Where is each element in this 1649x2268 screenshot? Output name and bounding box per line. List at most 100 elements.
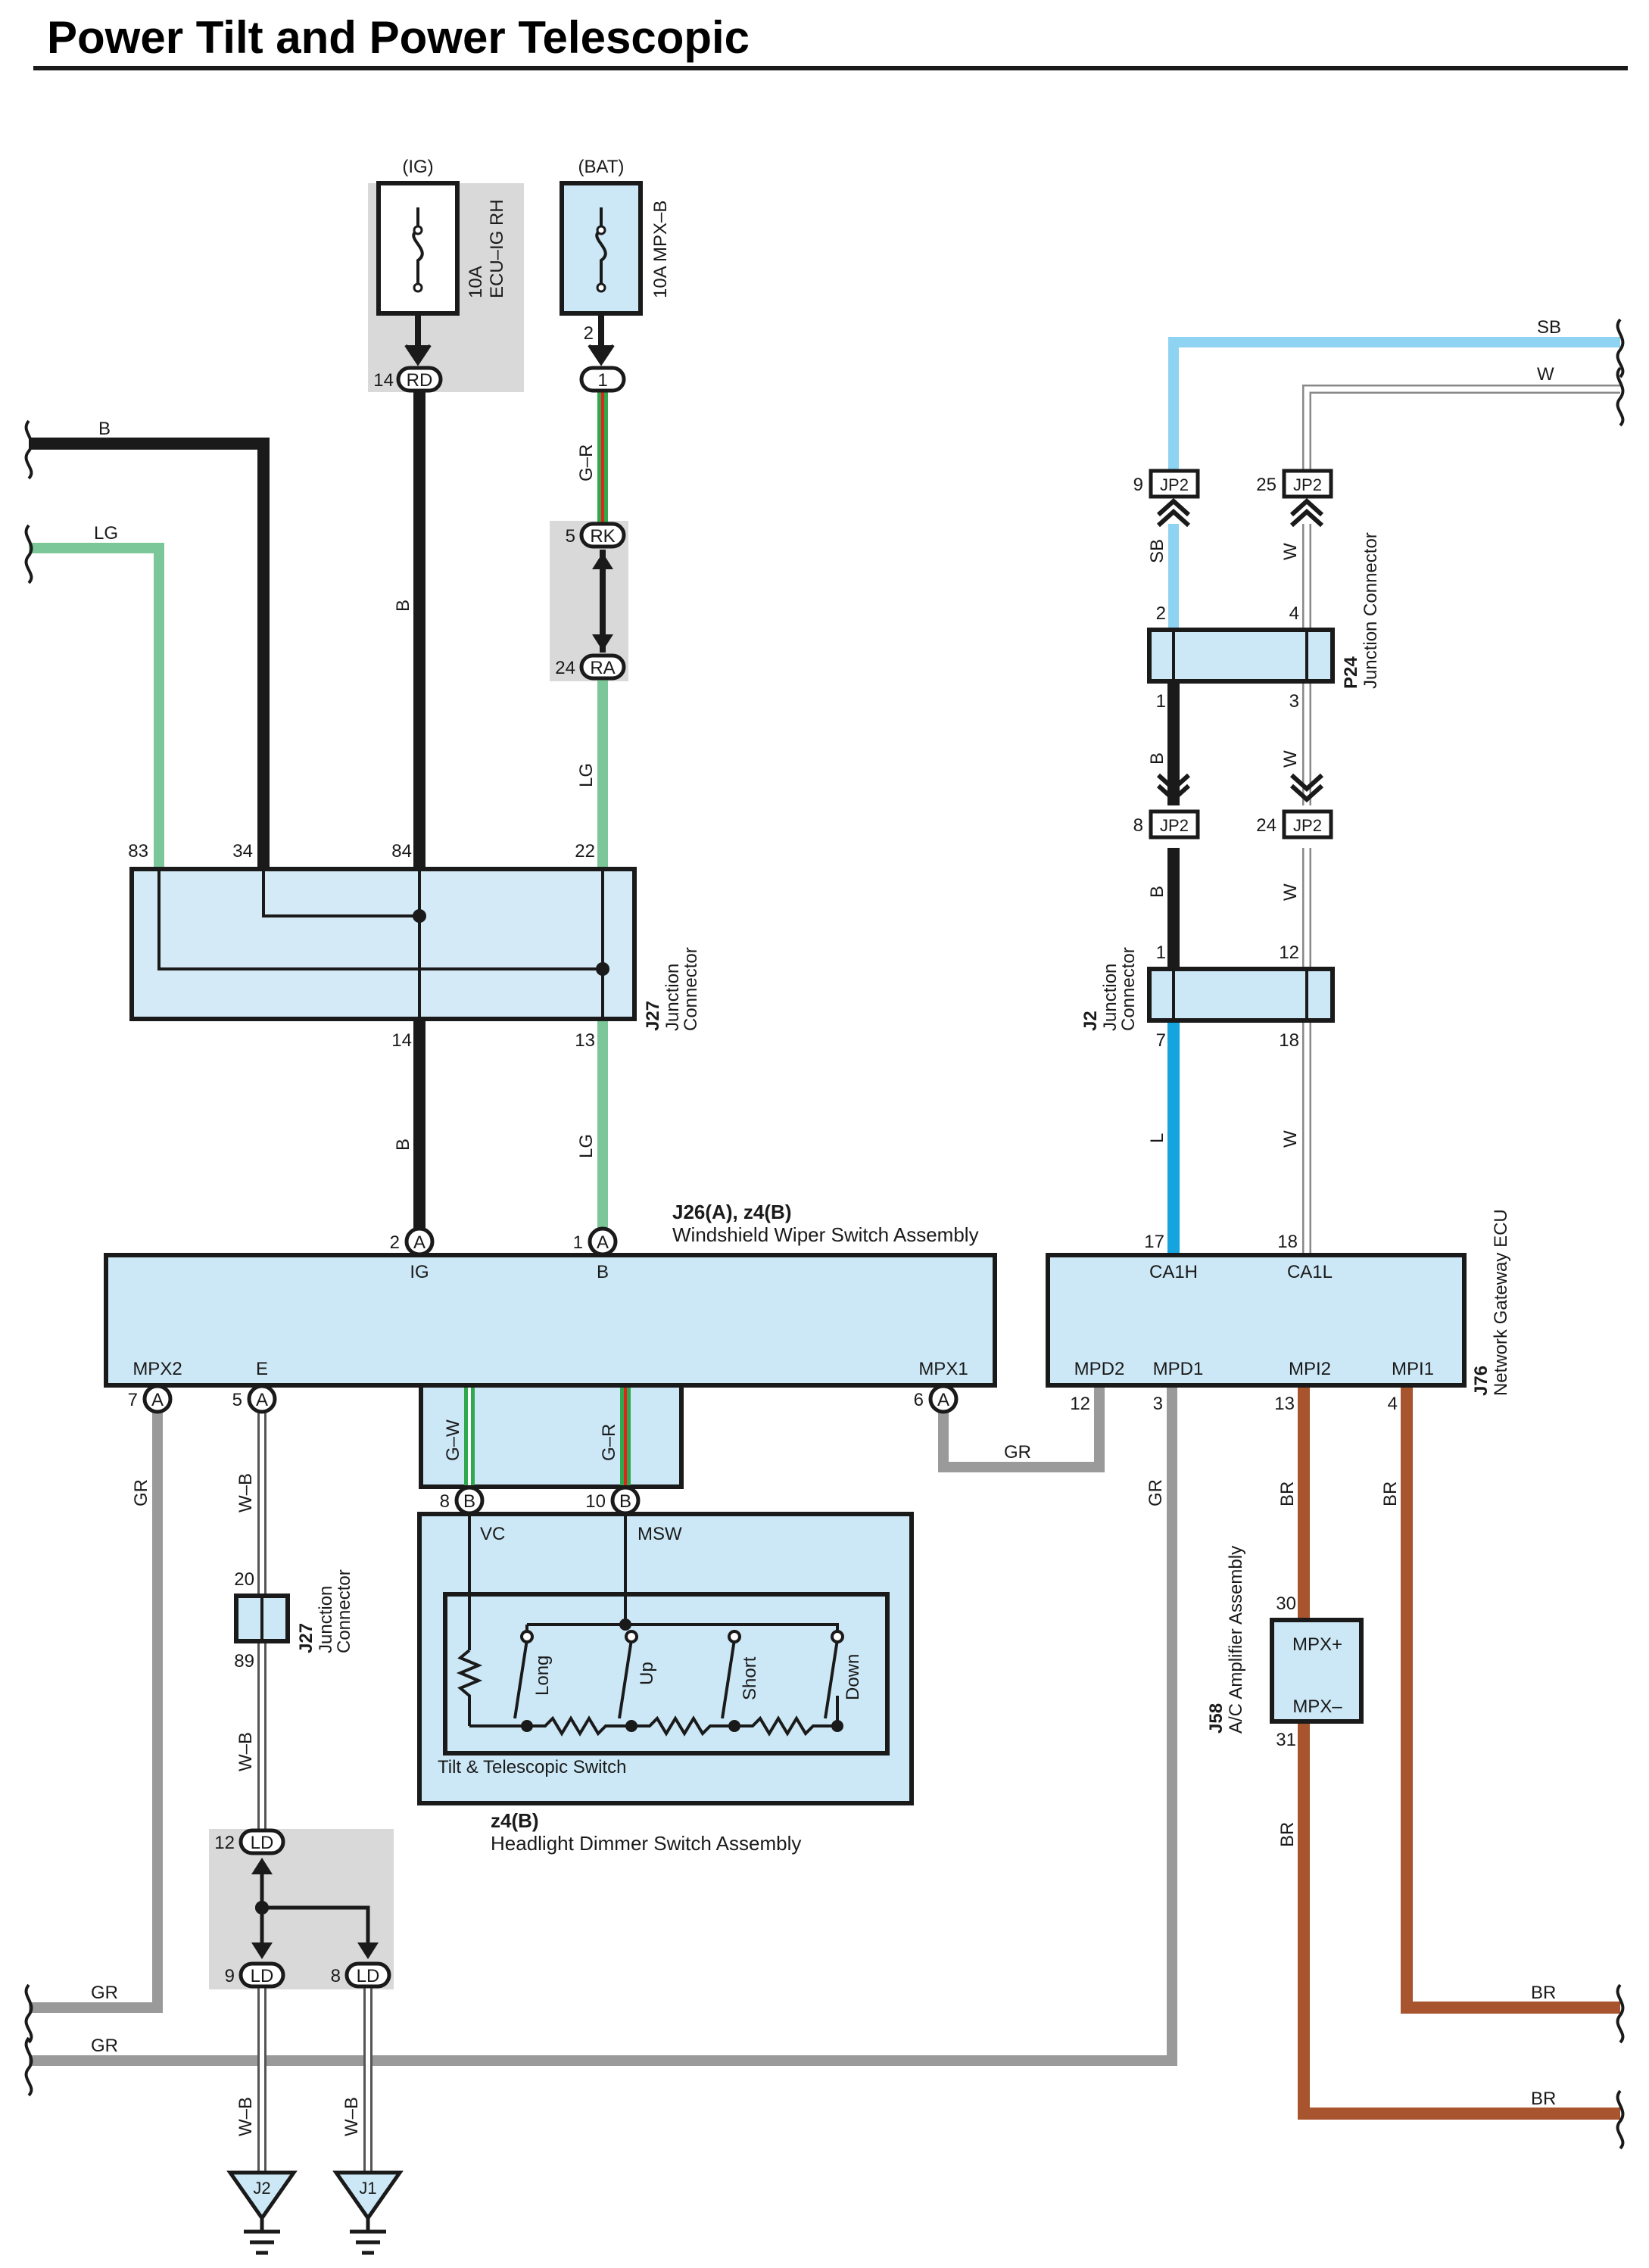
wire-lg-left [29,543,164,869]
lbl-lg-ra: LG [576,763,597,787]
switch-pos-long: Long [532,1656,553,1696]
j27-top-id: J27 [643,1001,663,1031]
tilt-switch-name: Tilt & Telescopic Switch [438,1757,626,1777]
wire-sb [1168,337,1620,478]
ld-pin-12: 12 [214,1833,235,1853]
wire-gr-mpd1 [29,1385,1177,2066]
dimmer-conn-msw-label: B [619,1491,631,1512]
tilt-switch-circuit [456,1514,839,1737]
gateway-pin-18: 18 [1277,1232,1298,1252]
bat-conn-1-label: 1 [597,370,607,391]
wiper-conn-e [247,1384,277,1414]
lbl-w-vert-4: W [1280,1130,1301,1148]
wire-gr-mpx2 [29,1397,163,2013]
jp2-b-chevron-icon [1156,773,1191,803]
pin-ra-24: 24 [555,658,575,678]
conn-ra-label: RA [590,658,615,678]
gateway-pin-13: 13 [1274,1394,1295,1414]
amp-name: A/C Amplifier Assembly [1226,1546,1246,1734]
switch-pos-down: Down [843,1654,863,1700]
wiper-conn-mpx1-label: A [937,1390,949,1410]
p24-label: Junction Connector [1361,532,1381,689]
switch-pos-short: Short [740,1656,760,1700]
jp2-sb-chevron-icon [1156,497,1191,528]
dimmer-pin-8: 8 [440,1491,450,1512]
lbl-gr-dimmer: G–R [599,1424,619,1461]
wire-w [1302,385,1620,478]
jp2-pin-8: 8 [1133,815,1143,836]
bat-fuse-box [560,181,643,316]
lbl-l: L [1147,1133,1167,1143]
wire-gr-mpx1-mpd2 [938,1385,1105,1472]
wire-w-inner [1304,386,1620,478]
ld-conn-right-label: LD [357,1966,380,1986]
gateway-term-mpd1: MPD1 [1153,1359,1204,1379]
switch-pos-up: Up [637,1662,657,1685]
j27-top-pin-14: 14 [391,1030,412,1051]
lbl-lg-top-left: LG [94,523,118,544]
wiper-term-b: B [597,1262,609,1282]
lbl-wb-e: W–B [235,1473,256,1513]
j27-top-pin-13: 13 [575,1030,595,1051]
lbl-w-vert-1: W [1280,543,1301,560]
conn-rk [579,522,626,549]
ld-conn-top [238,1828,285,1855]
ra-arrow-down-icon [592,634,613,651]
jp2-pin-9: 9 [1133,475,1143,495]
amp-pin-31: 31 [1276,1730,1296,1750]
lbl-br-amp: BR [1277,1822,1298,1847]
j27-top-label-1: Junction [662,964,683,1031]
j2-pin-7: 7 [1156,1030,1166,1051]
ground-j1: J1 [332,2170,404,2255]
wiper-conn-b [588,1226,618,1257]
bat-pin-2: 2 [584,323,594,344]
j27-low-pin-20: 20 [234,1569,254,1590]
break-marks [24,318,1625,2150]
lbl-b-lower: B [393,1139,413,1151]
bat-supply-label: (BAT) [578,157,625,177]
gateway-pin-17: 17 [1144,1232,1164,1252]
j27-top-pin-22: 22 [575,841,595,861]
bat-fuse-name: 10A MPX–B [650,201,671,298]
ld-pin-9: 9 [225,1966,235,1986]
amp-box [1270,1618,1364,1724]
wire-br-mpi1 [1401,1385,1620,2014]
conn-ra [579,653,626,681]
lbl-b-ig: B [393,600,413,612]
lbl-br-right-2: BR [1531,2089,1556,2109]
conn-rk-label: RK [590,526,615,547]
j27-top-pin-34: 34 [232,841,253,861]
wiper-switch-box [104,1253,997,1388]
ig-arrow-icon [404,344,432,366]
lbl-w-vert-3: W [1280,883,1301,901]
wiper-conn-ig-label: A [413,1232,425,1253]
lbl-br-mpi2: BR [1277,1481,1298,1506]
lbl-sb-vert: SB [1147,539,1167,563]
p24-pin-2: 2 [1156,603,1166,624]
bat-conn-1 [579,366,626,393]
ig-fuse-name-1: 10A [466,266,486,298]
lbl-wb-j2: W–B [235,2097,256,2136]
gateway-term-mpi1: MPI1 [1392,1359,1434,1379]
lbl-b-j2: B [1147,886,1167,898]
j2-pin-12: 12 [1279,942,1299,963]
gateway-name: Network Gateway ECU [1491,1209,1511,1396]
lbl-gr-bat: G–R [576,444,597,481]
jp2-w-mid [1282,809,1333,840]
gateway-pin-12: 12 [1070,1394,1090,1414]
wiper-conn-b-label: A [597,1232,609,1253]
j27-top-pin-84: 84 [391,841,412,861]
wiper-switch-name: Windshield Wiper Switch Assembly [672,1223,979,1246]
j2-pin-1: 1 [1156,942,1166,963]
p24-pin-3: 3 [1289,691,1299,712]
dimmer-term-vc: VC [480,1524,505,1544]
jp2-pin-25: 25 [1256,475,1276,495]
gateway-pin-3: 3 [1153,1394,1163,1414]
wiper-pin-mpx2: 7 [128,1390,138,1410]
lbl-gr-left-1: GR [91,1983,118,2003]
wiper-pin-mpx1: 6 [914,1390,924,1410]
wiper-term-mpx1: MPX1 [918,1359,968,1379]
wiper-term-ig: IG [410,1262,429,1282]
p24-pin-4: 4 [1289,603,1299,624]
lbl-lg-lower: LG [576,1134,597,1158]
